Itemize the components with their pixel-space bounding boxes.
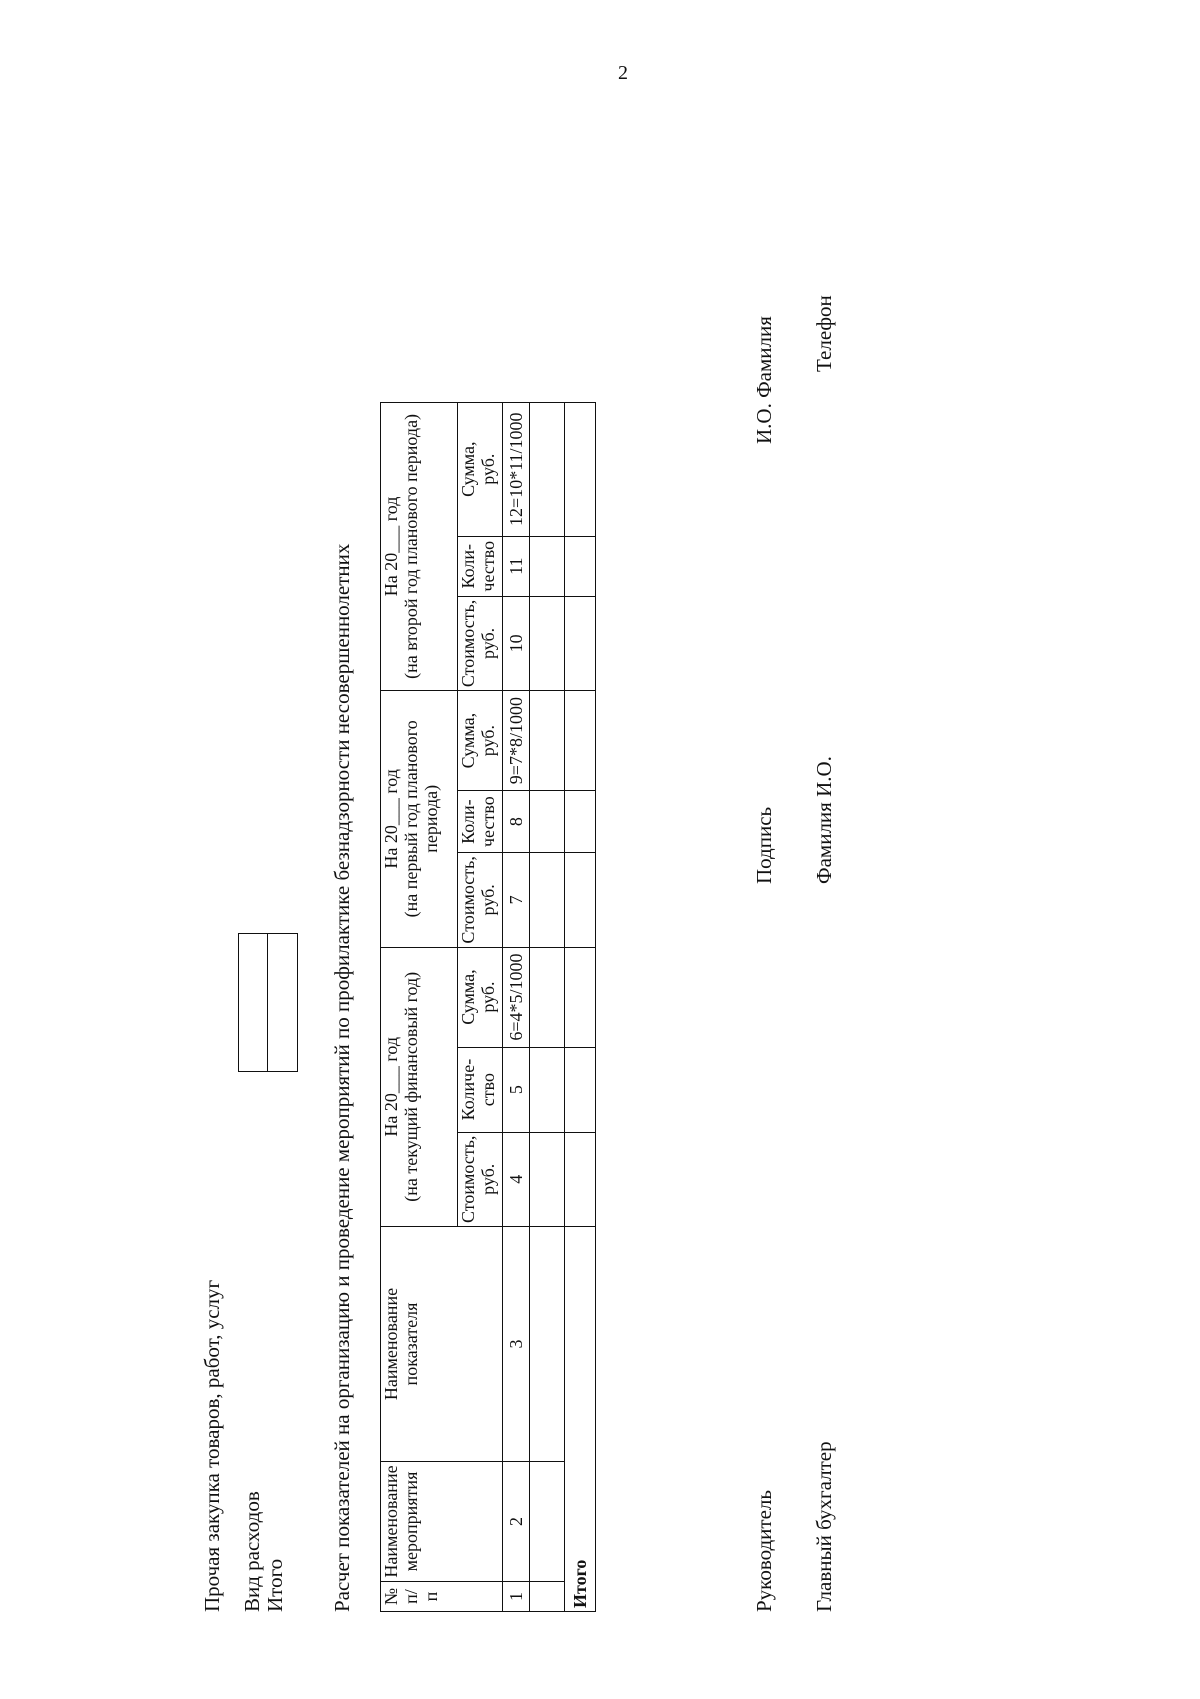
column-number-cell: 10 bbox=[502, 596, 530, 691]
header-current-quantity: Количе-ство bbox=[457, 1047, 503, 1133]
column-number-cell: 1 bbox=[502, 1581, 530, 1612]
total-cell bbox=[564, 790, 596, 853]
column-number-row: 1 2 3 4 5 6=4*5/1000 7 8 9=7*8/1000 10 1… bbox=[502, 402, 530, 1612]
header-event-name: Наименование мероприятия bbox=[380, 1461, 503, 1582]
expense-code-box bbox=[238, 933, 298, 1072]
table-cell bbox=[529, 1047, 565, 1133]
total-row: Итого bbox=[564, 402, 596, 1612]
table-cell bbox=[529, 1581, 565, 1612]
table-cell bbox=[529, 852, 565, 948]
column-number-cell: 3 bbox=[502, 1226, 530, 1462]
total-cell bbox=[564, 402, 596, 537]
indicators-table: № п/п Наименование мероприятия Наименова… bbox=[380, 402, 596, 1612]
column-number-cell: 12=10*11/1000 bbox=[502, 402, 530, 537]
column-number-cell: 7 bbox=[502, 852, 530, 948]
column-number-cell: 6=4*5/1000 bbox=[502, 947, 530, 1048]
head-name: И.О. Фамилия bbox=[752, 316, 776, 444]
header-second-cost: Стоимость,руб. bbox=[457, 596, 503, 691]
total-label: Итого bbox=[263, 1558, 287, 1612]
accountant-label: Главный бухгалтер bbox=[812, 1441, 836, 1612]
accountant-name: Фамилия И.О. bbox=[812, 756, 836, 884]
header-number: № п/п bbox=[380, 1581, 503, 1612]
total-cell bbox=[564, 596, 596, 691]
total-cell bbox=[564, 947, 596, 1048]
header-first-quantity: Коли-чество bbox=[457, 790, 503, 853]
column-number-cell: 4 bbox=[502, 1132, 530, 1227]
total-cell bbox=[564, 1047, 596, 1133]
header-current-cost: Стоимость,руб. bbox=[457, 1132, 503, 1227]
total-cell bbox=[564, 1132, 596, 1227]
header-indicator-name: Наименование показателя bbox=[380, 1226, 503, 1462]
signature-label: Подпись bbox=[752, 806, 776, 884]
phone-label: Телефон bbox=[812, 295, 836, 372]
header-second-sum: Сумма,руб. bbox=[457, 402, 503, 537]
table-cell bbox=[529, 1226, 565, 1462]
header-row-years: № п/п Наименование мероприятия Наименова… bbox=[380, 402, 503, 1612]
total-row-label: Итого bbox=[564, 1226, 596, 1612]
table-cell bbox=[529, 1461, 565, 1582]
total-cell bbox=[564, 852, 596, 948]
column-number-cell: 11 bbox=[502, 536, 530, 597]
table-cell bbox=[529, 596, 565, 691]
table-cell bbox=[529, 536, 565, 597]
column-number-cell: 9=7*8/1000 bbox=[502, 690, 530, 791]
table-row bbox=[529, 402, 565, 1612]
page-number: 2 bbox=[618, 62, 628, 84]
table-cell bbox=[529, 947, 565, 1048]
column-number-cell: 5 bbox=[502, 1047, 530, 1133]
total-cell bbox=[564, 690, 596, 791]
signature-line-head: Руководитель Подпись И.О. Фамилия bbox=[752, 172, 782, 1612]
column-number-cell: 2 bbox=[502, 1461, 530, 1582]
column-number-cell: 8 bbox=[502, 790, 530, 853]
header-current-sum: Сумма,руб. bbox=[457, 947, 503, 1048]
header-year-first-plan: На 20___ год (на первый год планового пе… bbox=[380, 690, 458, 948]
table-title: Расчет показателей на организацию и пров… bbox=[330, 543, 354, 1612]
table-cell bbox=[529, 690, 565, 791]
signature-line-accountant: Главный бухгалтер Фамилия И.О. Телефон bbox=[812, 172, 842, 1612]
table-cell bbox=[529, 790, 565, 853]
table-cell bbox=[529, 402, 565, 537]
expense-code-box-divider bbox=[267, 934, 268, 1071]
rotated-page-content: Прочая закупка товаров, работ, услуг Вид… bbox=[200, 162, 840, 1612]
table-cell bbox=[529, 1132, 565, 1227]
expense-type-label: Вид расходов bbox=[240, 1491, 264, 1612]
header-second-quantity: Коли-чество bbox=[457, 536, 503, 597]
header-year-current: На 20___ год (на текущий финансовый год) bbox=[380, 947, 458, 1227]
header-first-sum: Сумма,руб. bbox=[457, 690, 503, 791]
total-cell bbox=[564, 536, 596, 597]
head-label: Руководитель bbox=[752, 1490, 776, 1612]
header-year-second-plan: На 20___ год (на второй год планового пе… bbox=[380, 402, 458, 691]
header-first-cost: Стоимость,руб. bbox=[457, 852, 503, 948]
expense-category-title: Прочая закупка товаров, работ, услуг bbox=[200, 1279, 224, 1612]
